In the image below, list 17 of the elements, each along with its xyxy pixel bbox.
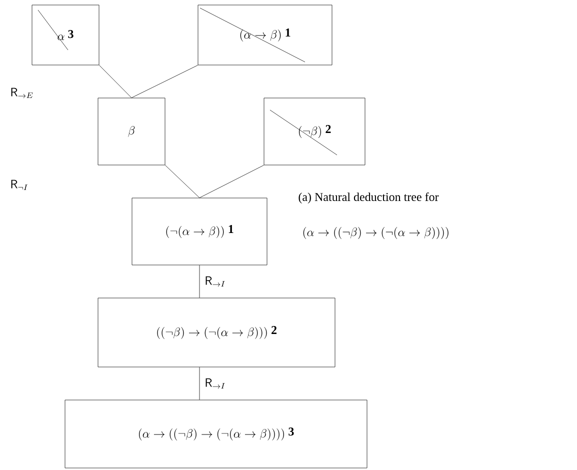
- tree-line: [99, 65, 132, 98]
- tree-line: [199, 265, 200, 298]
- rule-label: $\mathsf{R}_{\to E}$: [11, 88, 33, 98]
- formula-box: $(\alpha \to ((\neg\beta) \to (\neg(\alpha \to \beta))))$ 3: [64, 400, 368, 468]
- rule-label: $\mathsf{R}_{\neg I}$: [11, 180, 28, 190]
- tree-line: [165, 165, 200, 198]
- rule-label: $\mathsf{R}_{\to I}$: [206, 276, 225, 287]
- caption: (a) Natural deduction tree for: [298, 192, 439, 204]
- formula-box: $\alpha$ 3: [32, 4, 100, 66]
- tree-line: [199, 165, 264, 198]
- tree-line: [199, 367, 200, 400]
- formula-box: $((\neg\beta) \to (\neg(\alpha \to \beta)))$ 2: [98, 298, 336, 368]
- formula-box: $(\neg(\alpha \to \beta))$ 1: [132, 198, 268, 266]
- caption-formula: $(\alpha \to ((\neg\beta) \to (\neg(\alpha \to \beta))))$: [303, 227, 448, 239]
- formula-box: $\beta$: [98, 98, 166, 166]
- rule-label: $\mathsf{R}_{\to I}$: [206, 378, 225, 389]
- tree-line: [131, 65, 198, 98]
